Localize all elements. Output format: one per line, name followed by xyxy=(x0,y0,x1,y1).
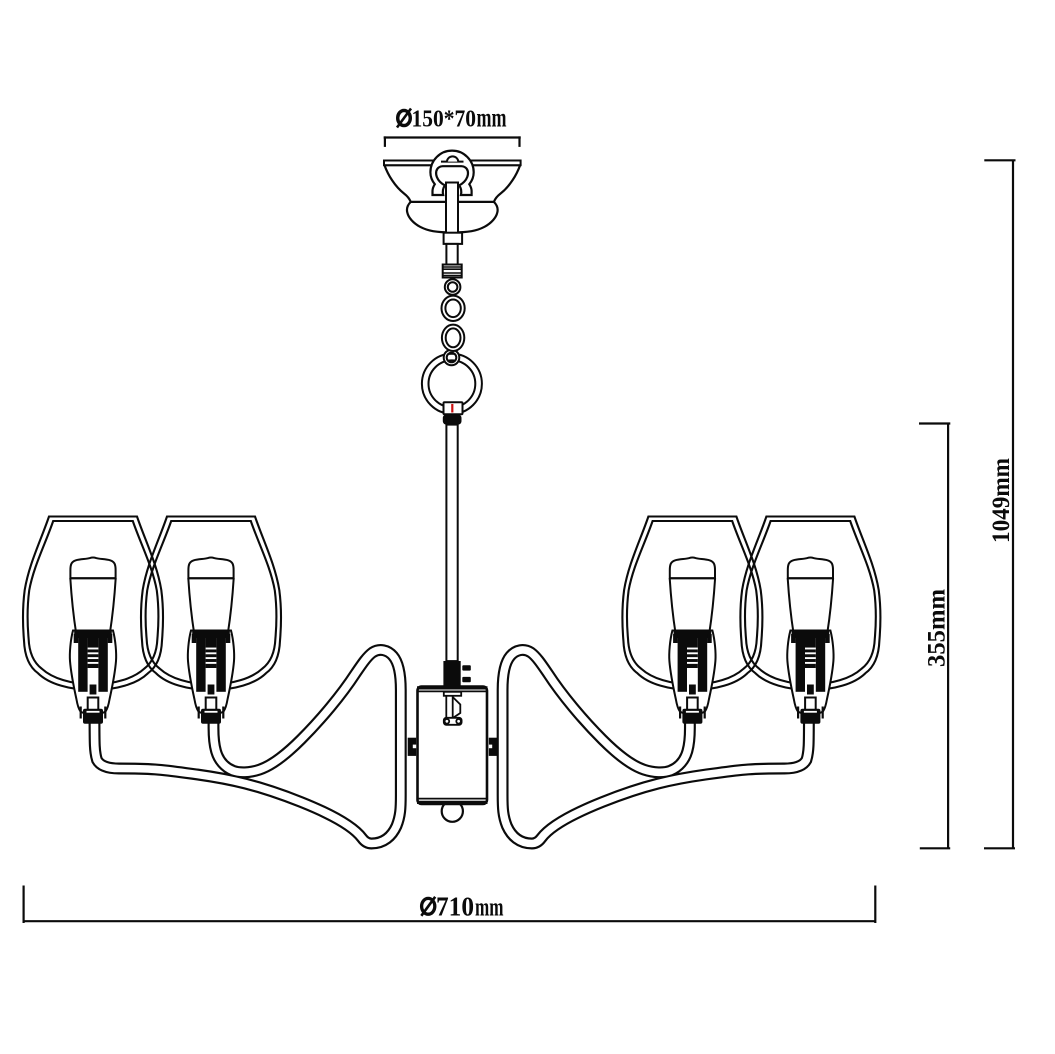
svg-text:mm: mm xyxy=(477,103,507,133)
svg-text:mm: mm xyxy=(475,892,504,921)
svg-text:1049mm: 1049mm xyxy=(986,458,1015,543)
svg-text:710: 710 xyxy=(436,890,474,921)
svg-text:150*70: 150*70 xyxy=(412,106,477,133)
svg-text:355mm: 355mm xyxy=(922,589,951,667)
